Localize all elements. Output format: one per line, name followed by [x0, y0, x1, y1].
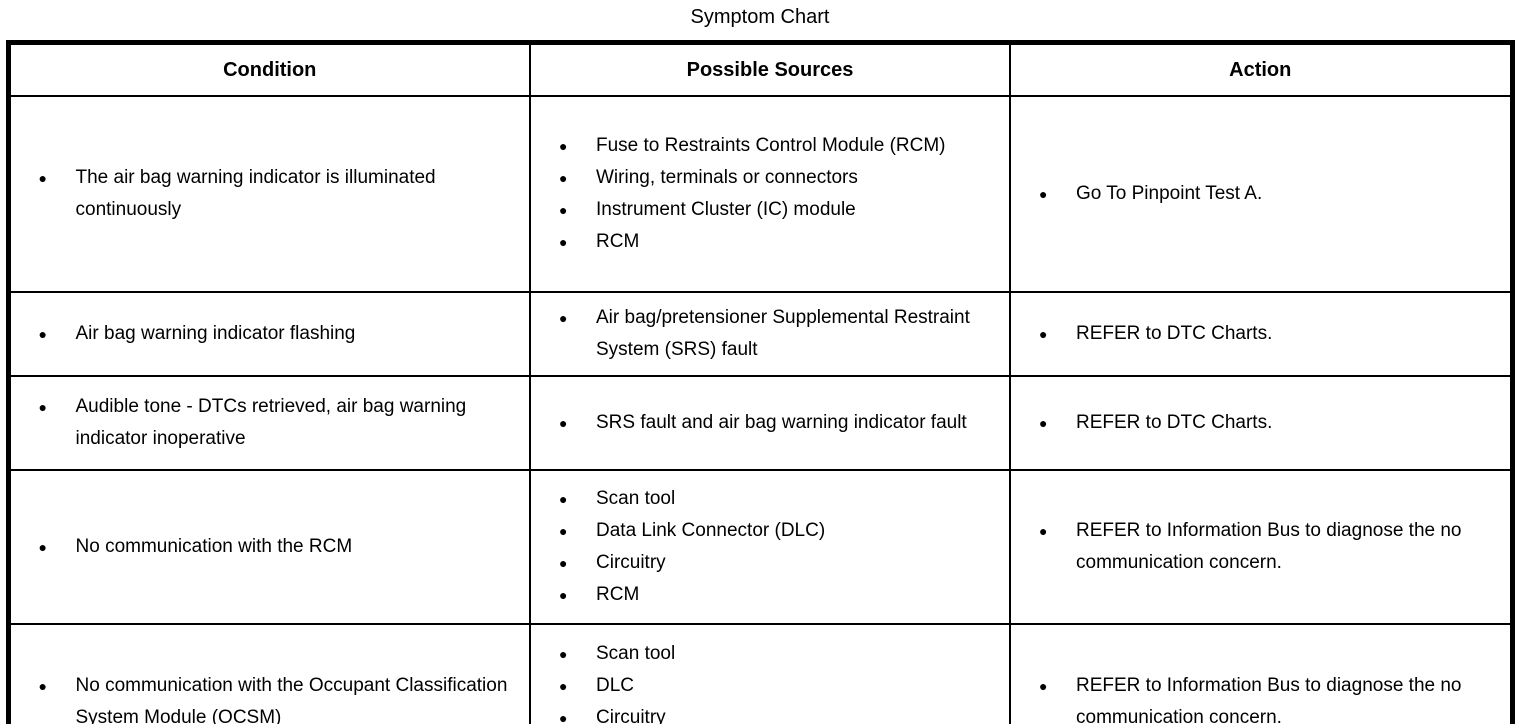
bullet-item: ● Fuse to Restraints Control Module (RCM): [559, 130, 1005, 162]
bullet-item-text: REFER to DTC Charts.: [1076, 323, 1273, 344]
bullet-item: ● Data Link Connector (DLC): [559, 515, 1005, 547]
bullet-icon: ●: [1039, 523, 1048, 539]
bullet-item-text: REFER to DTC Charts.: [1076, 412, 1273, 433]
bullet-item: ● No communication with the Occupant Clas…: [39, 670, 526, 724]
sources-cell: ● Air bag/pretensioner Supplemental Restr…: [529, 291, 1011, 377]
action-cell: ● REFER to Information Bus to diagnose th…: [1009, 469, 1513, 625]
bullet-icon: ●: [38, 170, 47, 186]
bullet-item: ● Air bag/pretensioner Supplemental Restr…: [559, 302, 1005, 366]
bullet-item-text: Scan tool: [596, 643, 676, 664]
sources-cell: ●Scan tool●DLC●Circuitry●OCSM: [529, 623, 1011, 724]
bullet-icon: ●: [559, 587, 568, 603]
bullet-item-text: RCM: [596, 584, 640, 605]
bullet-item-text: No communication with the Occupant Class…: [75, 675, 508, 724]
bullet-item: ● Scan tool: [559, 483, 1005, 515]
bullet-icon: ●: [1039, 326, 1048, 342]
bullet-item: ● REFER to DTC Charts.: [1039, 407, 1506, 439]
sources-cell: ● SRS fault and air bag warning indicator…: [529, 375, 1011, 471]
table-row: ● The air bag warning indicator is illumi…: [7, 95, 1513, 293]
bullet-item-text: Air bag/pretensioner Supplemental Restra…: [596, 307, 970, 360]
column-header-possible-sources: Possible Sources: [529, 41, 1011, 97]
symptom-table-header: Condition Possible Sources Action: [7, 41, 1513, 97]
bullet-icon: ●: [559, 646, 568, 662]
bullet-item-text: Circuitry: [596, 707, 666, 724]
bullet-item-text: Scan tool: [596, 488, 676, 509]
table-row: ● Audible tone - DTCs retrieved, air bag …: [7, 375, 1513, 471]
action-cell: ● REFER to DTC Charts.: [1009, 375, 1513, 471]
bullet-item-text: Data Link Connector (DLC): [596, 520, 826, 541]
bullet-item: ● RCM: [559, 226, 1005, 258]
bullet-icon: ●: [559, 202, 568, 218]
bullet-icon: ●: [559, 523, 568, 539]
bullet-item-text: Wiring, terminals or connectors: [596, 167, 858, 188]
bullet-icon: ●: [38, 326, 47, 342]
bullet-item: ● Circuitry: [559, 702, 1005, 724]
condition-cell: ● No communication with the Occupant Clas…: [7, 623, 531, 724]
bullet-icon: ●: [559, 138, 568, 154]
bullet-item: ● Go To Pinpoint Test A.: [1039, 178, 1506, 210]
bullet-item-text: The air bag warning indicator is illumin…: [75, 167, 436, 220]
action-cell: ● Go To Pinpoint Test A.: [1009, 95, 1513, 293]
sources-cell: ● Scan tool ● Data Link Connector (DLC) ● Cir…: [529, 469, 1011, 625]
symptom-table-body: ● The air bag warning indicator is illumi…: [7, 95, 1513, 724]
action-cell: ● REFER to Information Bus to diagnose th…: [1009, 623, 1513, 724]
bullet-item: ● SRS fault and air bag warning indicator…: [559, 407, 1005, 439]
condition-cell: ● Audible tone - DTCs retrieved, air bag …: [7, 375, 531, 471]
action-cell: ● REFER to DTC Charts.: [1009, 291, 1513, 377]
bullet-item-text: Instrument Cluster (IC) module: [596, 199, 856, 220]
bullet-icon: ●: [559, 491, 568, 507]
bullet-item: ● Circuitry: [559, 547, 1005, 579]
bullet-item: ● REFER to Information Bus to diagnose th…: [1039, 670, 1506, 724]
bullet-item: ● DLC: [559, 670, 1005, 702]
column-header-action: Action: [1009, 41, 1513, 97]
bullet-item: ● The air bag warning indicator is illumi…: [39, 162, 526, 226]
bullet-item-text: SRS fault and air bag warning indicator …: [596, 412, 967, 433]
bullet-item: ● REFER to DTC Charts.: [1039, 318, 1506, 350]
bullet-item-text: Go To Pinpoint Test A.: [1076, 183, 1263, 204]
header-row: Condition Possible Sources Action: [7, 41, 1513, 97]
bullet-item-text: Air bag warning indicator flashing: [75, 323, 356, 344]
bullet-icon: ●: [38, 539, 47, 555]
sources-cell: ● Fuse to Restraints Control Module (RCM)…: [529, 95, 1011, 293]
bullet-item-text: Audible tone - DTCs retrieved, air bag w…: [75, 396, 467, 449]
bullet-icon: ●: [1039, 415, 1048, 431]
column-header-condition: Condition: [7, 41, 531, 97]
bullet-item-text: Fuse to Restraints Control Module (RCM): [596, 135, 946, 156]
condition-cell: ● Air bag warning indicator flashing: [7, 291, 531, 377]
bullet-item-text: RCM: [596, 231, 640, 252]
bullet-icon: ●: [1039, 678, 1048, 694]
bullet-item: ● Scan tool: [559, 638, 1005, 670]
bullet-item: ● Instrument Cluster (IC) module: [559, 194, 1005, 226]
bullet-icon: ●: [559, 555, 568, 571]
bullet-icon: ●: [1039, 186, 1048, 202]
table-row: ● No communication with the RCM ● Scan tool…: [7, 469, 1513, 625]
bullet-item-text: DLC: [596, 675, 635, 696]
bullet-icon: ●: [559, 234, 568, 250]
bullet-item-text: REFER to Information Bus to diagnose the…: [1076, 520, 1462, 573]
bullet-item: ● No communication with the RCM: [39, 531, 526, 563]
bullet-item: ● RCM: [559, 579, 1005, 611]
bullet-icon: ●: [559, 415, 568, 431]
bullet-item: ● REFER to Information Bus to diagnose th…: [1039, 515, 1506, 579]
bullet-item: ● Air bag warning indicator flashing: [39, 318, 526, 350]
bullet-item: ● Audible tone - DTCs retrieved, air bag …: [39, 391, 526, 455]
table-row: ● Air bag warning indicator flashing ● Air …: [7, 291, 1513, 377]
symptom-table: Condition Possible Sources Action ● The a…: [5, 40, 1515, 724]
bullet-item: ● Wiring, terminals or connectors: [559, 162, 1005, 194]
condition-cell: ● No communication with the RCM: [7, 469, 531, 625]
bullet-item-text: Circuitry: [596, 552, 666, 573]
table-row: ● No communication with the Occupant Clas…: [7, 623, 1513, 724]
condition-cell: ● The air bag warning indicator is illumi…: [7, 95, 531, 293]
bullet-icon: ●: [559, 710, 568, 724]
bullet-item-text: No communication with the RCM: [75, 536, 353, 557]
bullet-icon: ●: [559, 170, 568, 186]
bullet-icon: ●: [559, 310, 568, 326]
bullet-icon: ●: [559, 678, 568, 694]
page-title: Symptom Chart: [690, 6, 830, 28]
bullet-icon: ●: [38, 678, 47, 694]
bullet-icon: ●: [38, 399, 47, 415]
bullet-item-text: REFER to Information Bus to diagnose the…: [1076, 675, 1462, 724]
